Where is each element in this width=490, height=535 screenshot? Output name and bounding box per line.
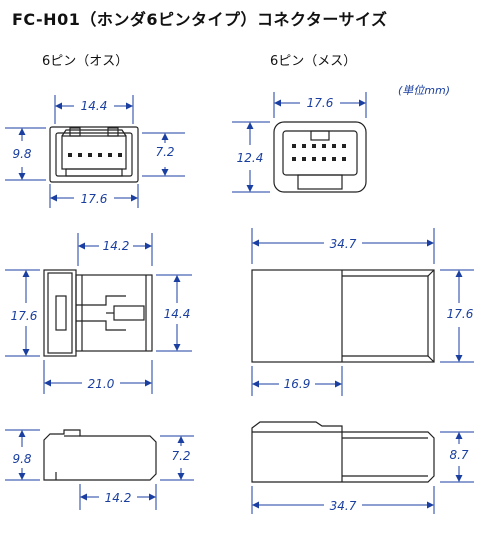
dim-male-front-width-inner: 14.4 [81, 99, 108, 113]
dim-male-side-height: 9.8 [12, 452, 31, 466]
male-pins [68, 153, 122, 157]
female-side-view: 8.7 34.7 [251, 421, 474, 514]
dim-male-front-inner-height: 7.2 [155, 145, 174, 159]
male-side-view: 9.8 7.2 14.2 [5, 429, 194, 510]
dim-female-top-width: 17.6 [447, 307, 474, 321]
dim-male-top-body-width: 14.4 [164, 307, 191, 321]
dim-male-top-length: 21.0 [88, 377, 115, 391]
female-connector-label: 6ピン（メス） [270, 54, 357, 69]
male-top-view: 14.2 17.6 14.4 21.0 [5, 233, 192, 394]
unit-label: (単位mm) [398, 84, 451, 97]
female-front-view: 17.6 12.4 [232, 92, 367, 193]
dim-male-side-body-height: 7.2 [171, 449, 190, 463]
dim-female-side-length: 34.7 [330, 499, 357, 513]
page-title: FC-H01（ホンダ6ピンタイプ）コネクターサイズ [12, 10, 388, 29]
dim-male-top-width: 17.6 [11, 309, 38, 323]
dim-female-top-length: 34.7 [330, 237, 357, 251]
male-connector-label: 6ピン（オス） [42, 54, 129, 69]
dim-female-top-partial-length: 16.9 [284, 377, 311, 391]
female-pins [292, 144, 346, 161]
dim-female-front-width: 17.6 [307, 96, 334, 110]
female-top-view: 34.7 17.6 16.9 [251, 228, 474, 396]
dim-female-front-height: 12.4 [237, 151, 264, 165]
dim-male-top-body-length: 14.2 [103, 239, 130, 253]
dim-male-side-body-length: 14.2 [105, 491, 132, 505]
male-front-view: 14.4 9.8 7.2 17.6 [5, 95, 185, 208]
dim-female-side-height: 8.7 [449, 448, 468, 462]
dim-male-front-width: 17.6 [81, 192, 108, 206]
dim-male-front-height: 9.8 [12, 147, 31, 161]
